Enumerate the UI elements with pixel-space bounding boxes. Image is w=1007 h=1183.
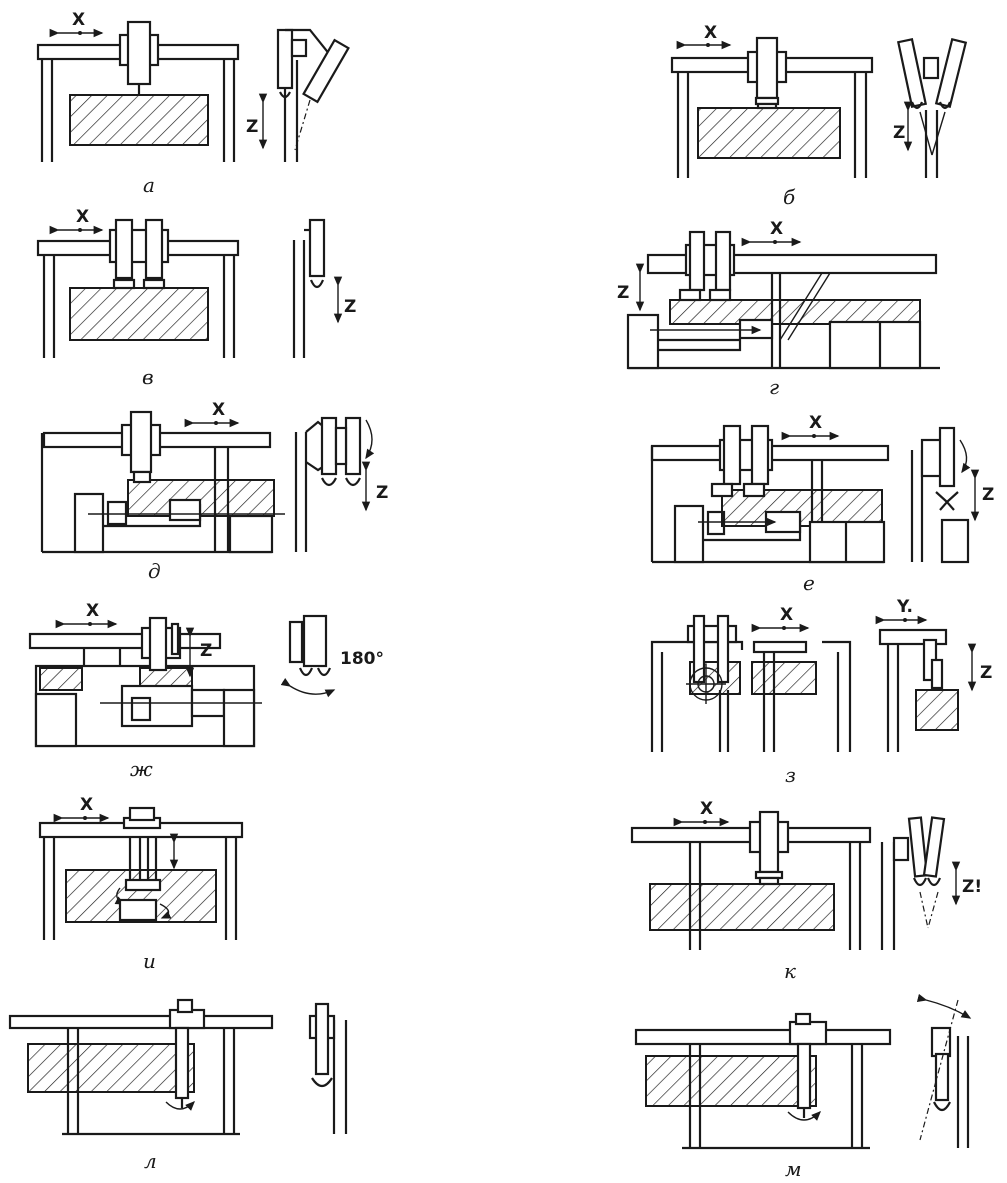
panel-caption: в [142,365,154,389]
panel-v: X Z в [36,207,356,389]
x-axis-label: X [212,400,225,420]
side-view [880,816,961,950]
panel-i: X и [38,795,244,973]
carriage [165,998,206,1111]
rotation-angle-label: 180° [340,649,384,669]
carriage [748,810,790,886]
x-axis-label: X [86,601,99,621]
z-axis-label: Z [893,123,905,143]
twin-carriage [678,230,736,302]
x-axis-label: X [780,605,793,625]
twin-carriage [108,218,170,290]
twin-carriage [686,614,738,704]
x-axis-label: X [80,795,93,815]
x-axis-arrow [53,813,110,823]
carriage [787,1012,828,1121]
carriage [120,410,162,484]
workpiece [649,883,835,931]
x-axis-arrow [49,28,104,38]
z-axis-label: Z! [962,877,982,897]
x-axis-arrow [781,431,840,441]
panel-k: X Z! к [630,799,982,983]
panel-caption: к [784,959,796,983]
twin-carriage [710,424,774,498]
workpiece [69,94,209,146]
z-axis-label: Z [980,663,992,683]
panel-e: X Z е [650,413,994,595]
side-view [258,28,350,162]
workpiece [645,1055,817,1107]
panel-a: X Z а [36,10,350,197]
x-axis-arrow [55,619,118,629]
side-view [910,426,980,564]
workpiece [27,1043,195,1093]
x-axis-label: X [72,10,85,30]
side-view [308,1002,348,1134]
z-axis-label: Z [617,283,629,303]
panel-caption: л [144,1149,157,1173]
machine-base [626,299,940,370]
z-axis-label: Z [982,485,994,505]
panel-zh: Z X 180° ж [28,601,384,781]
side-view [916,993,972,1148]
panel-caption: е [803,571,815,595]
panel-g: Z X г [617,219,940,399]
side-view [294,416,375,552]
vertical-column [114,806,179,922]
y-axis-label: Y. [896,597,913,617]
x-axis-arrow [673,817,730,827]
workpiece [697,107,841,159]
y-axis-arrow [875,615,928,625]
x-axis-label: X [809,413,822,433]
overhead-beam [28,632,222,670]
machine-base [652,489,886,564]
panel-caption: б [783,185,796,209]
z-axis-label: Z [246,117,258,137]
panel-caption: и [143,949,156,973]
workpiece [69,287,209,341]
z-axis-label: Z [200,641,212,661]
panel-caption: м [785,1157,802,1181]
x-axis-arrow [751,623,810,633]
machine-base [34,664,262,748]
panel-m: м [634,993,972,1181]
x-axis-arrow [184,418,240,428]
frame [650,640,852,752]
panel-l: л [8,998,348,1173]
x-axis-arrow [741,237,802,247]
panel-z: X Y. Z з [650,597,992,787]
side-view [292,218,343,358]
x-axis-label: X [770,219,783,239]
panel-caption: ж [130,757,153,781]
panel-caption: г [769,375,779,399]
x-axis-label: X [76,207,89,227]
x-axis-label: X [700,799,713,819]
side-frame [878,628,977,752]
x-axis-label: X [704,23,717,43]
workpiece-right [751,661,817,695]
panel-caption: а [143,173,155,197]
panel-d: X Z д [40,400,388,583]
panel-caption: д [148,559,161,583]
x-axis-arrow [49,225,104,235]
z-axis-label: Z [376,483,388,503]
panel-caption: з [785,763,796,787]
rotating-gripper-detail [280,614,336,698]
machine-base [42,479,285,554]
side-view [896,37,968,178]
carriage [140,616,182,672]
carriage [746,36,788,110]
carriage [118,20,160,95]
panel-b: X Z б [670,23,968,209]
x-axis-arrow [676,40,732,50]
z-axis-label: Z [344,297,356,317]
